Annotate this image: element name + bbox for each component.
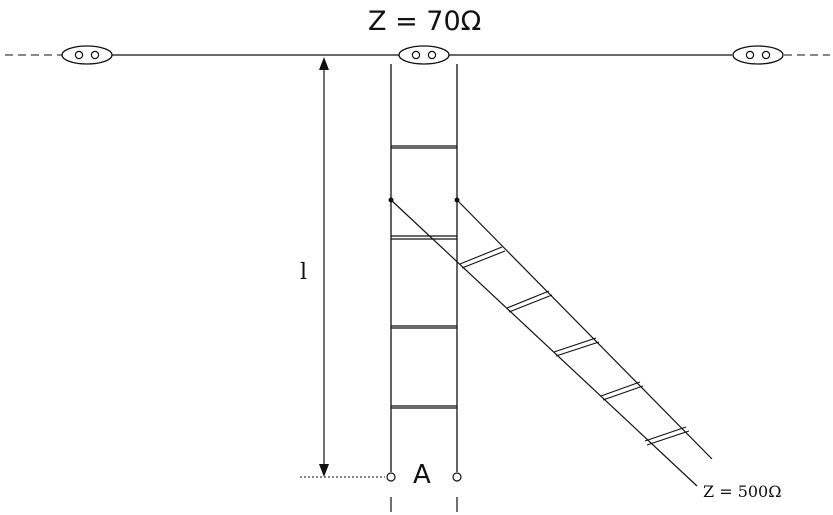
- terminal-left: [386, 472, 396, 482]
- vertical-ladder-line: [390, 64, 458, 472]
- feedpoint-label: A: [413, 460, 431, 490]
- insulator-icon: [398, 45, 450, 65]
- feeder-impedance-label: Z = 500Ω: [703, 482, 782, 501]
- antenna-impedance-label: Z = 70Ω: [368, 6, 482, 37]
- length-label: l: [300, 260, 308, 285]
- insulator-icon: [61, 45, 113, 65]
- terminal-right: [452, 472, 462, 482]
- diagonal-ladder-line: [388, 197, 713, 487]
- insulator-icon: [732, 45, 784, 65]
- length-dimension: [300, 57, 385, 478]
